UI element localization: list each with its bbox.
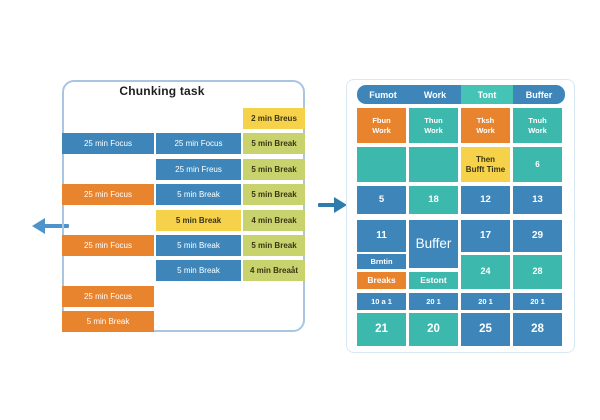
- grid-cell-r3-c2: 12: [461, 186, 510, 214]
- grid-header-buffer: Buffer: [513, 85, 565, 104]
- grid-header-tont: Tont: [461, 85, 513, 104]
- grid-cell-line: Tksh: [476, 116, 495, 126]
- grid-cell-line: Tnuh: [528, 116, 547, 126]
- task-block-7: 5 min Break: [156, 184, 241, 205]
- schedule-grid-panel: [346, 79, 575, 353]
- grid-cell-line: Thun: [424, 116, 443, 126]
- task-block-15: 4 min Breaåt: [243, 260, 305, 281]
- grid-cell-r5-c0-top: Brntin: [357, 254, 406, 269]
- task-block-6: 25 min Focus: [62, 184, 154, 205]
- grid-cell-r7-c1: 20: [409, 313, 458, 346]
- task-block-17: 5 min Break: [62, 311, 154, 332]
- task-block-0: 2 min Breus: [243, 108, 305, 129]
- task-block-10: 4 min Break: [243, 210, 305, 231]
- grid-cell-r3-c3: 13: [513, 186, 562, 214]
- grid-header-fumot: Fumot: [357, 85, 409, 104]
- task-block-1: 25 min Focus: [62, 133, 154, 154]
- grid-cell-r5-c2: 24: [461, 255, 510, 289]
- grid-cell-r3-c1: 18: [409, 186, 458, 214]
- task-block-13: 5 min Break: [243, 235, 305, 256]
- grid-cell-r5-c1-bottom: Estont: [409, 272, 458, 289]
- grid-cell-r5-c3: 28: [513, 255, 562, 289]
- grid-cell-line: Work: [476, 125, 495, 135]
- chunking-task-panel: [62, 80, 305, 332]
- grid-cell-r3-c0: 5: [357, 186, 406, 214]
- grid-cell-r2-c0: [357, 147, 406, 182]
- task-block-4: 25 min Freus: [156, 159, 241, 180]
- grid-cell-r4-c1-tall: Buffer: [409, 220, 458, 268]
- grid-cell-line: Work: [424, 125, 443, 135]
- grid-cell-r7-c3: 28: [513, 313, 562, 346]
- task-block-3: 5 min Break: [243, 133, 305, 154]
- grid-cell-r4-c0: 11: [357, 220, 406, 252]
- grid-cell-r6-c3: 20 1: [513, 293, 562, 310]
- task-block-16: 25 min Focus: [62, 286, 154, 307]
- task-block-5: 5 min Break: [243, 159, 305, 180]
- right-arrow-icon: [318, 197, 347, 213]
- grid-cell-line: Fbun: [372, 116, 391, 126]
- grid-cell-r6-c0: 10 a 1: [357, 293, 406, 310]
- grid-cell-r6-c1: 20 1: [409, 293, 458, 310]
- task-block-14: 5 min Break: [156, 260, 241, 281]
- grid-cell-r4-c2: 17: [461, 220, 510, 252]
- grid-cell-r2-c1: [409, 147, 458, 182]
- grid-header-work: Work: [409, 85, 461, 104]
- grid-cell-line: Bufft Time: [465, 164, 506, 174]
- grid-cell-line: Work: [372, 125, 391, 135]
- task-block-12: 5 min Break: [156, 235, 241, 256]
- grid-cell-r4-c3: 29: [513, 220, 562, 252]
- chunking-task-title: Chunking task: [119, 84, 205, 98]
- grid-cell-r7-c0: 21: [357, 313, 406, 346]
- grid-cell-r5-c0-bottom: Breaks: [357, 272, 406, 289]
- grid-cell-line: Then: [475, 154, 496, 164]
- grid-cell-r7-c2: 25: [461, 313, 510, 346]
- task-block-8: 5 min Break: [243, 184, 305, 205]
- task-block-11: 25 min Focus: [62, 235, 154, 256]
- task-block-9: 5 min Break: [156, 210, 241, 231]
- grid-cell-r6-c2: 20 1: [461, 293, 510, 310]
- grid-cell-line: Work: [528, 125, 547, 135]
- task-block-2: 25 min Focus: [156, 133, 241, 154]
- grid-cell-r2-c3: 6: [513, 147, 562, 182]
